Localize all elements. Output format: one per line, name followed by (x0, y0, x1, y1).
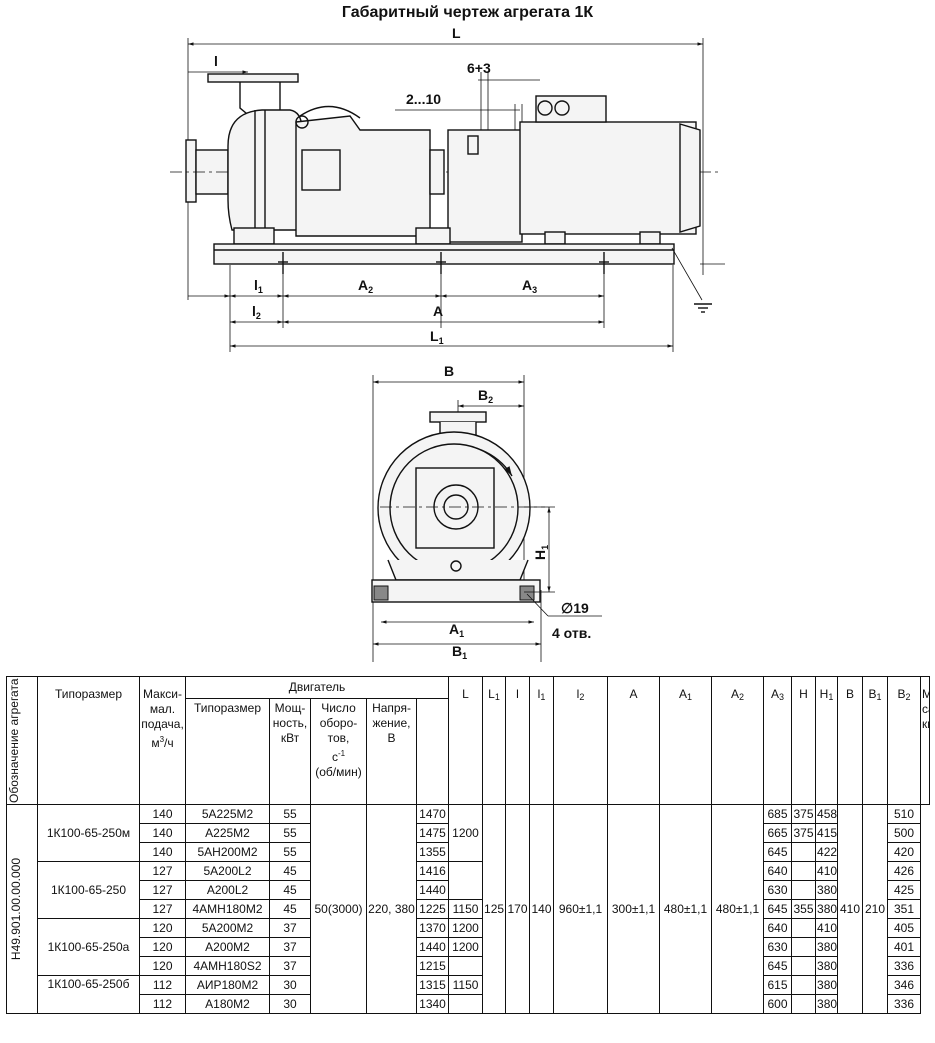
col-mass: Мас-са, кг (920, 676, 930, 805)
col-L1: L1 (482, 676, 507, 805)
dim-L: L (452, 25, 461, 41)
col-typesize: Типоразмер (37, 676, 140, 805)
col-A: A (607, 676, 661, 805)
side-view: L l 6+3 2...10 (170, 25, 725, 352)
spec-table-body: Н49.901.00.00.000 1К100-65-250м 140 5А22… (6, 804, 930, 1014)
rpm-cell: 50(3000) (310, 804, 367, 1014)
col-power: Мощ-ность, кВт (269, 698, 311, 805)
col-designation: Обозначение агрегата (6, 676, 38, 805)
table-row: 120 А200М2 37 1440 1200 630 380 401 (7, 937, 930, 957)
table-row: Н49.901.00.00.000 1К100-65-250м 140 5А22… (6, 804, 930, 1014)
col-A1: A1 (659, 676, 713, 805)
col-voltage: Напря-жение, В (366, 698, 417, 805)
drawing-title: Габаритный чертеж агрегата 1К (341, 4, 594, 21)
hole-diameter: ∅19 (561, 600, 589, 616)
col-l2: l2 (553, 676, 609, 805)
dim-A: A (433, 303, 443, 319)
col-max-flow: Макси-мал. подача,м3/ч (139, 676, 186, 805)
dim-A1: A1 (449, 621, 464, 639)
dim-l1: l1 (254, 277, 263, 295)
col-rpm: Число оборо-тов,с-1(об/мин) (310, 698, 367, 805)
dim-H1: H1 (532, 545, 550, 560)
dim-B2: B2 (478, 387, 493, 405)
table-row: 1К100-65-250а 120 5А200М2 37 1370 1200 6… (7, 918, 930, 976)
dim-6-3: 6+3 (467, 60, 491, 76)
group-cell: 1К100-65-250м (37, 804, 140, 862)
spec-table: Обозначение агрегата Типоразмер Макси-ма… (6, 676, 930, 1014)
table-row: 127 А200L2 45 1440 630 380 425 (7, 880, 930, 900)
dim-B1: B1 (452, 643, 467, 661)
col-l: l (505, 676, 531, 805)
dim-l: l (214, 53, 218, 69)
anchor-bolts (278, 252, 609, 274)
col-H1: H1 (815, 676, 839, 805)
col-l1: l1 (529, 676, 555, 805)
col-motor-type: Типоразмер (185, 698, 270, 805)
table-row: 120 4АМН180S2 37 1215 645 380 336 (7, 956, 930, 976)
group-cell: 1К100-65-250 (37, 861, 140, 919)
front-view: B B2 H1 ∅19 4 отв. A1 B1 (371, 363, 602, 662)
table-row: 127 4АМН180М2 45 1225 1150 645 355 380 3… (7, 899, 930, 919)
dimensional-drawing: L l 6+3 2...10 (170, 25, 725, 662)
voltage-cell: 220, 380 (366, 804, 417, 1014)
table-row: 1К100-65-250б 112 АИР180М2 30 1315 1150 … (7, 975, 930, 1014)
dim-A3: A3 (522, 277, 537, 295)
col-B2: B2 (887, 676, 922, 805)
group-cell: 1К100-65-250б (37, 975, 140, 1014)
dim-l2: l2 (252, 303, 261, 321)
dim-B: B (444, 363, 454, 379)
col-motor-group: Двигатель (184, 676, 450, 699)
dim-L1: L1 (430, 328, 444, 346)
col-B1: B1 (862, 676, 889, 805)
group-cell: 1К100-65-250а (37, 918, 140, 976)
col-L: L (448, 676, 484, 805)
col-H: H (791, 676, 817, 805)
col-B: B (837, 676, 864, 805)
table-row: 112 А180М2 30 1340 600 380 336 (7, 994, 930, 1014)
table-row: 1К100-65-250 127 5А200L2 45 1416 640 410… (7, 861, 930, 919)
col-A3: A3 (763, 676, 793, 805)
dim-2-10: 2...10 (406, 91, 441, 107)
dim-A2: A2 (358, 277, 373, 295)
designation-cell: Н49.901.00.00.000 (6, 804, 38, 1014)
col-A2: A2 (711, 676, 765, 805)
hole-count: 4 отв. (552, 625, 591, 641)
table-row: 140 А225М2 55 1475 665 375 415 500 (7, 823, 930, 843)
